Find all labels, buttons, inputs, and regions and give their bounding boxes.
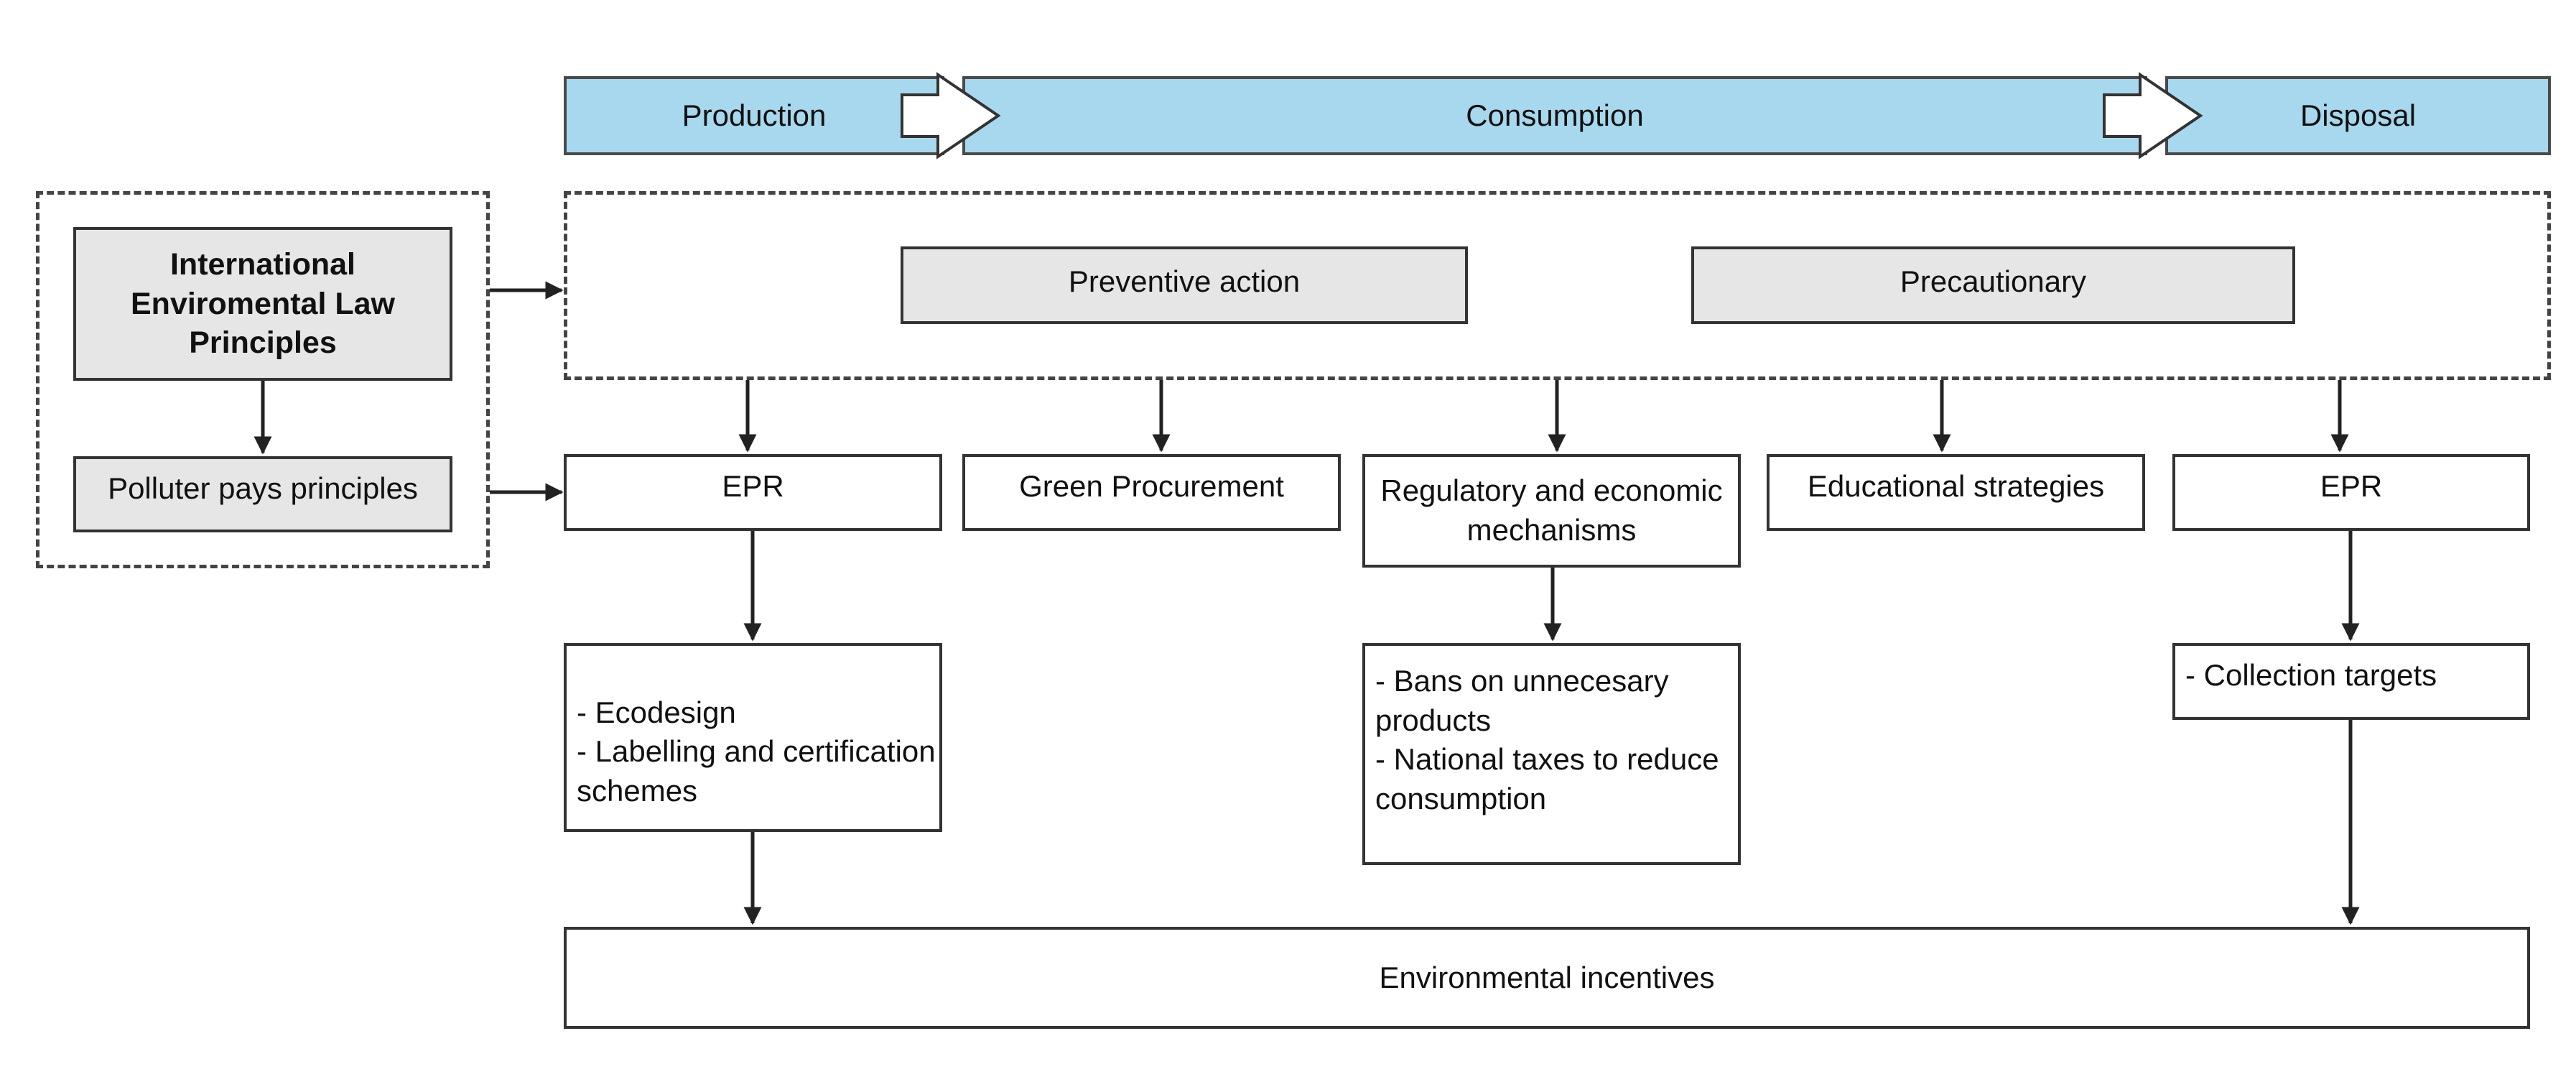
production-measures-list: - Ecodesign - Labelling and certificatio…	[577, 693, 939, 811]
stage-disposal: Disposal	[2165, 76, 2551, 155]
regulatory-label: Regulatory and economic mechanisms	[1380, 473, 1723, 547]
epr-disposal-box: EPR	[2172, 454, 2530, 531]
regulatory-box: Regulatory and economic mechanisms	[1362, 454, 1741, 568]
educational-label: Educational strategies	[1807, 469, 2105, 503]
preventive-action-box: Preventive action	[901, 246, 1468, 324]
international-law-box: International Enviromental Law Principle…	[73, 227, 452, 381]
environmental-incentives-box: Environmental incentives	[564, 927, 2530, 1029]
stage-disposal-label: Disposal	[2300, 98, 2417, 132]
measure-collection-targets: - Collection targets	[2185, 658, 2437, 692]
measure-bans: - Bans on unnecesary products	[1375, 664, 1669, 737]
measure-ecodesign: - Ecodesign	[577, 695, 736, 729]
precautionary-label: Precautionary	[1900, 264, 2087, 298]
principles-group	[36, 191, 490, 568]
stage-production-label: Production	[682, 98, 827, 132]
polluter-pays-box: Polluter pays principles	[73, 456, 452, 532]
precautionary-box: Precautionary	[1691, 246, 2295, 324]
green-procurement-label: Green Procurement	[1019, 469, 1284, 503]
epr-disposal-label: EPR	[2320, 469, 2383, 503]
educational-box: Educational strategies	[1767, 454, 2145, 531]
preventive-action-label: Preventive action	[1068, 264, 1301, 298]
international-law-label: International Enviromental Law Principle…	[131, 247, 395, 361]
polluter-pays-label: Polluter pays principles	[108, 471, 418, 505]
stage-consumption-label: Consumption	[1466, 98, 1644, 132]
measure-labelling: - Labelling and certification schemes	[577, 734, 936, 808]
prevention-group	[564, 191, 2551, 380]
stage-consumption: Consumption	[962, 76, 2147, 155]
epr-production-box: EPR	[564, 454, 942, 531]
consumption-measures-box: - Bans on unnecesary products - National…	[1362, 643, 1741, 865]
green-procurement-box: Green Procurement	[962, 454, 1341, 531]
production-measures-box: - Ecodesign - Labelling and certificatio…	[564, 643, 942, 832]
consumption-measures-list: - Bans on unnecesary products - National…	[1375, 662, 1738, 818]
epr-production-label: EPR	[722, 469, 784, 503]
environmental-incentives-label: Environmental incentives	[1379, 960, 1715, 994]
measure-taxes: - National taxes to reduce consumption	[1375, 742, 1719, 815]
disposal-measures-box: - Collection targets	[2172, 643, 2530, 720]
stage-production: Production	[564, 76, 944, 155]
